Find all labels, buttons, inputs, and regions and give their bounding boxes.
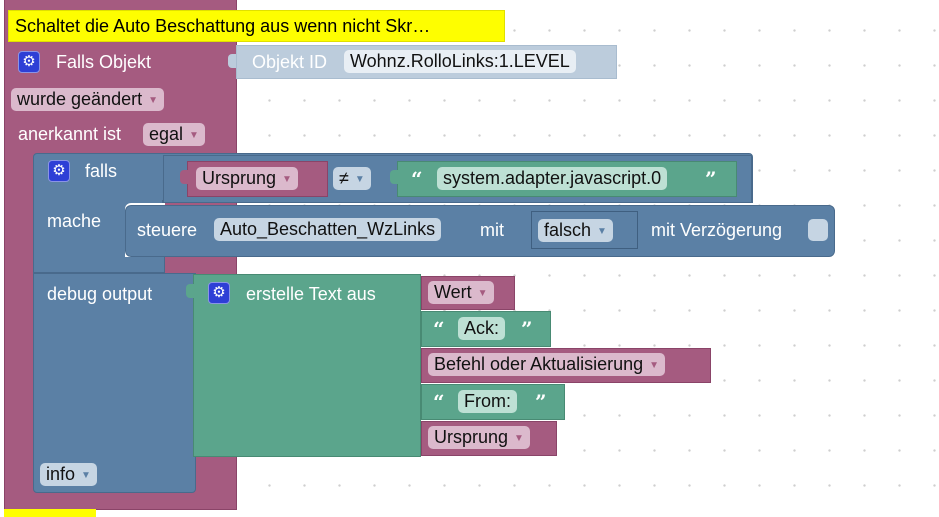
object-id-connector: [228, 54, 236, 68]
chevron-down-icon: ▼: [148, 95, 158, 106]
origin-value: Ursprung: [202, 168, 277, 188]
chevron-down-icon: ▼: [477, 288, 488, 299]
comment-text: Schaltet die Auto Beschattung aus wenn n…: [15, 16, 431, 36]
join-item-value: Wert: [434, 282, 472, 302]
object-id-label: Objekt ID: [252, 52, 328, 72]
open-quote-icon: “: [411, 167, 423, 191]
close-quote-icon: ”: [705, 167, 717, 191]
chevron-down-icon: ▼: [597, 226, 607, 237]
close-quote-icon: ”: [535, 390, 547, 414]
object-id-field[interactable]: Wohnz.RolloLinks:1.LEVEL: [344, 50, 576, 73]
chevron-down-icon: ▼: [81, 470, 91, 481]
do-label: mache: [47, 211, 102, 231]
debug-label: debug output: [47, 284, 153, 304]
chevron-down-icon: ▼: [282, 174, 292, 185]
join-item-dropdown[interactable]: Wert ▼: [428, 281, 494, 304]
join-item-text-field[interactable]: From:: [458, 390, 517, 413]
text-join-connector: [186, 284, 194, 298]
if-label: falls: [85, 161, 118, 181]
next-block-stub: [4, 509, 96, 517]
close-quote-icon: ”: [521, 317, 533, 341]
join-item-text-field[interactable]: Ack:: [458, 317, 506, 340]
text-join-label: erstelle Text aus: [246, 284, 376, 304]
if-block-bottom: [33, 257, 165, 273]
chevron-down-icon: ▼: [649, 360, 660, 371]
trigger-label: Falls Objekt: [56, 52, 152, 72]
operator-value: ≠: [339, 168, 349, 188]
debug-level-value: info: [46, 464, 76, 484]
control-with-label: mit: [480, 220, 504, 240]
text-literal-connector: [390, 170, 398, 184]
delay-label: mit Verzögerung: [651, 220, 783, 240]
join-item-dropdown[interactable]: Ursprung ▼: [428, 426, 530, 449]
gear-icon[interactable]: ⚙: [18, 51, 40, 73]
operator-dropdown[interactable]: ≠▼: [333, 167, 371, 190]
join-item-value: Ursprung: [434, 427, 509, 447]
trigger-block-bottom: [4, 492, 237, 510]
gear-icon[interactable]: ⚙: [48, 160, 70, 182]
origin-dropdown[interactable]: Ursprung ▼: [196, 167, 298, 190]
debug-block[interactable]: [33, 273, 196, 493]
delay-checkbox[interactable]: [808, 219, 828, 241]
ack-dropdown[interactable]: egal ▼: [143, 123, 205, 146]
ack-label: anerkannt ist: [18, 124, 122, 144]
join-item-value: Befehl oder Aktualisierung: [434, 354, 644, 374]
debug-level-dropdown[interactable]: info ▼: [40, 463, 97, 486]
text-join-block[interactable]: [193, 274, 421, 457]
control-label: steuere: [137, 220, 198, 240]
origin-connector: [180, 170, 188, 184]
chevron-down-icon: ▼: [354, 174, 365, 185]
chevron-down-icon: ▼: [189, 130, 199, 141]
join-item-dropdown[interactable]: Befehl oder Aktualisierung ▼: [428, 353, 666, 376]
boolean-dropdown[interactable]: falsch ▼: [538, 219, 613, 242]
control-target-field[interactable]: Auto_Beschatten_WzLinks: [214, 218, 442, 241]
text-literal-field[interactable]: system.adapter.javascript.0: [437, 167, 668, 190]
open-quote-icon: “: [433, 317, 445, 341]
boolean-value: falsch: [544, 220, 592, 240]
change-mode-value: wurde geändert: [17, 89, 143, 109]
ack-value: egal: [149, 124, 184, 144]
change-mode-dropdown[interactable]: wurde geändert ▼: [11, 88, 164, 111]
open-quote-icon: “: [433, 390, 445, 414]
block-comment[interactable]: Schaltet die Auto Beschattung aus wenn n…: [8, 10, 505, 42]
chevron-down-icon: ▼: [514, 433, 524, 444]
gear-icon[interactable]: ⚙: [208, 282, 230, 304]
